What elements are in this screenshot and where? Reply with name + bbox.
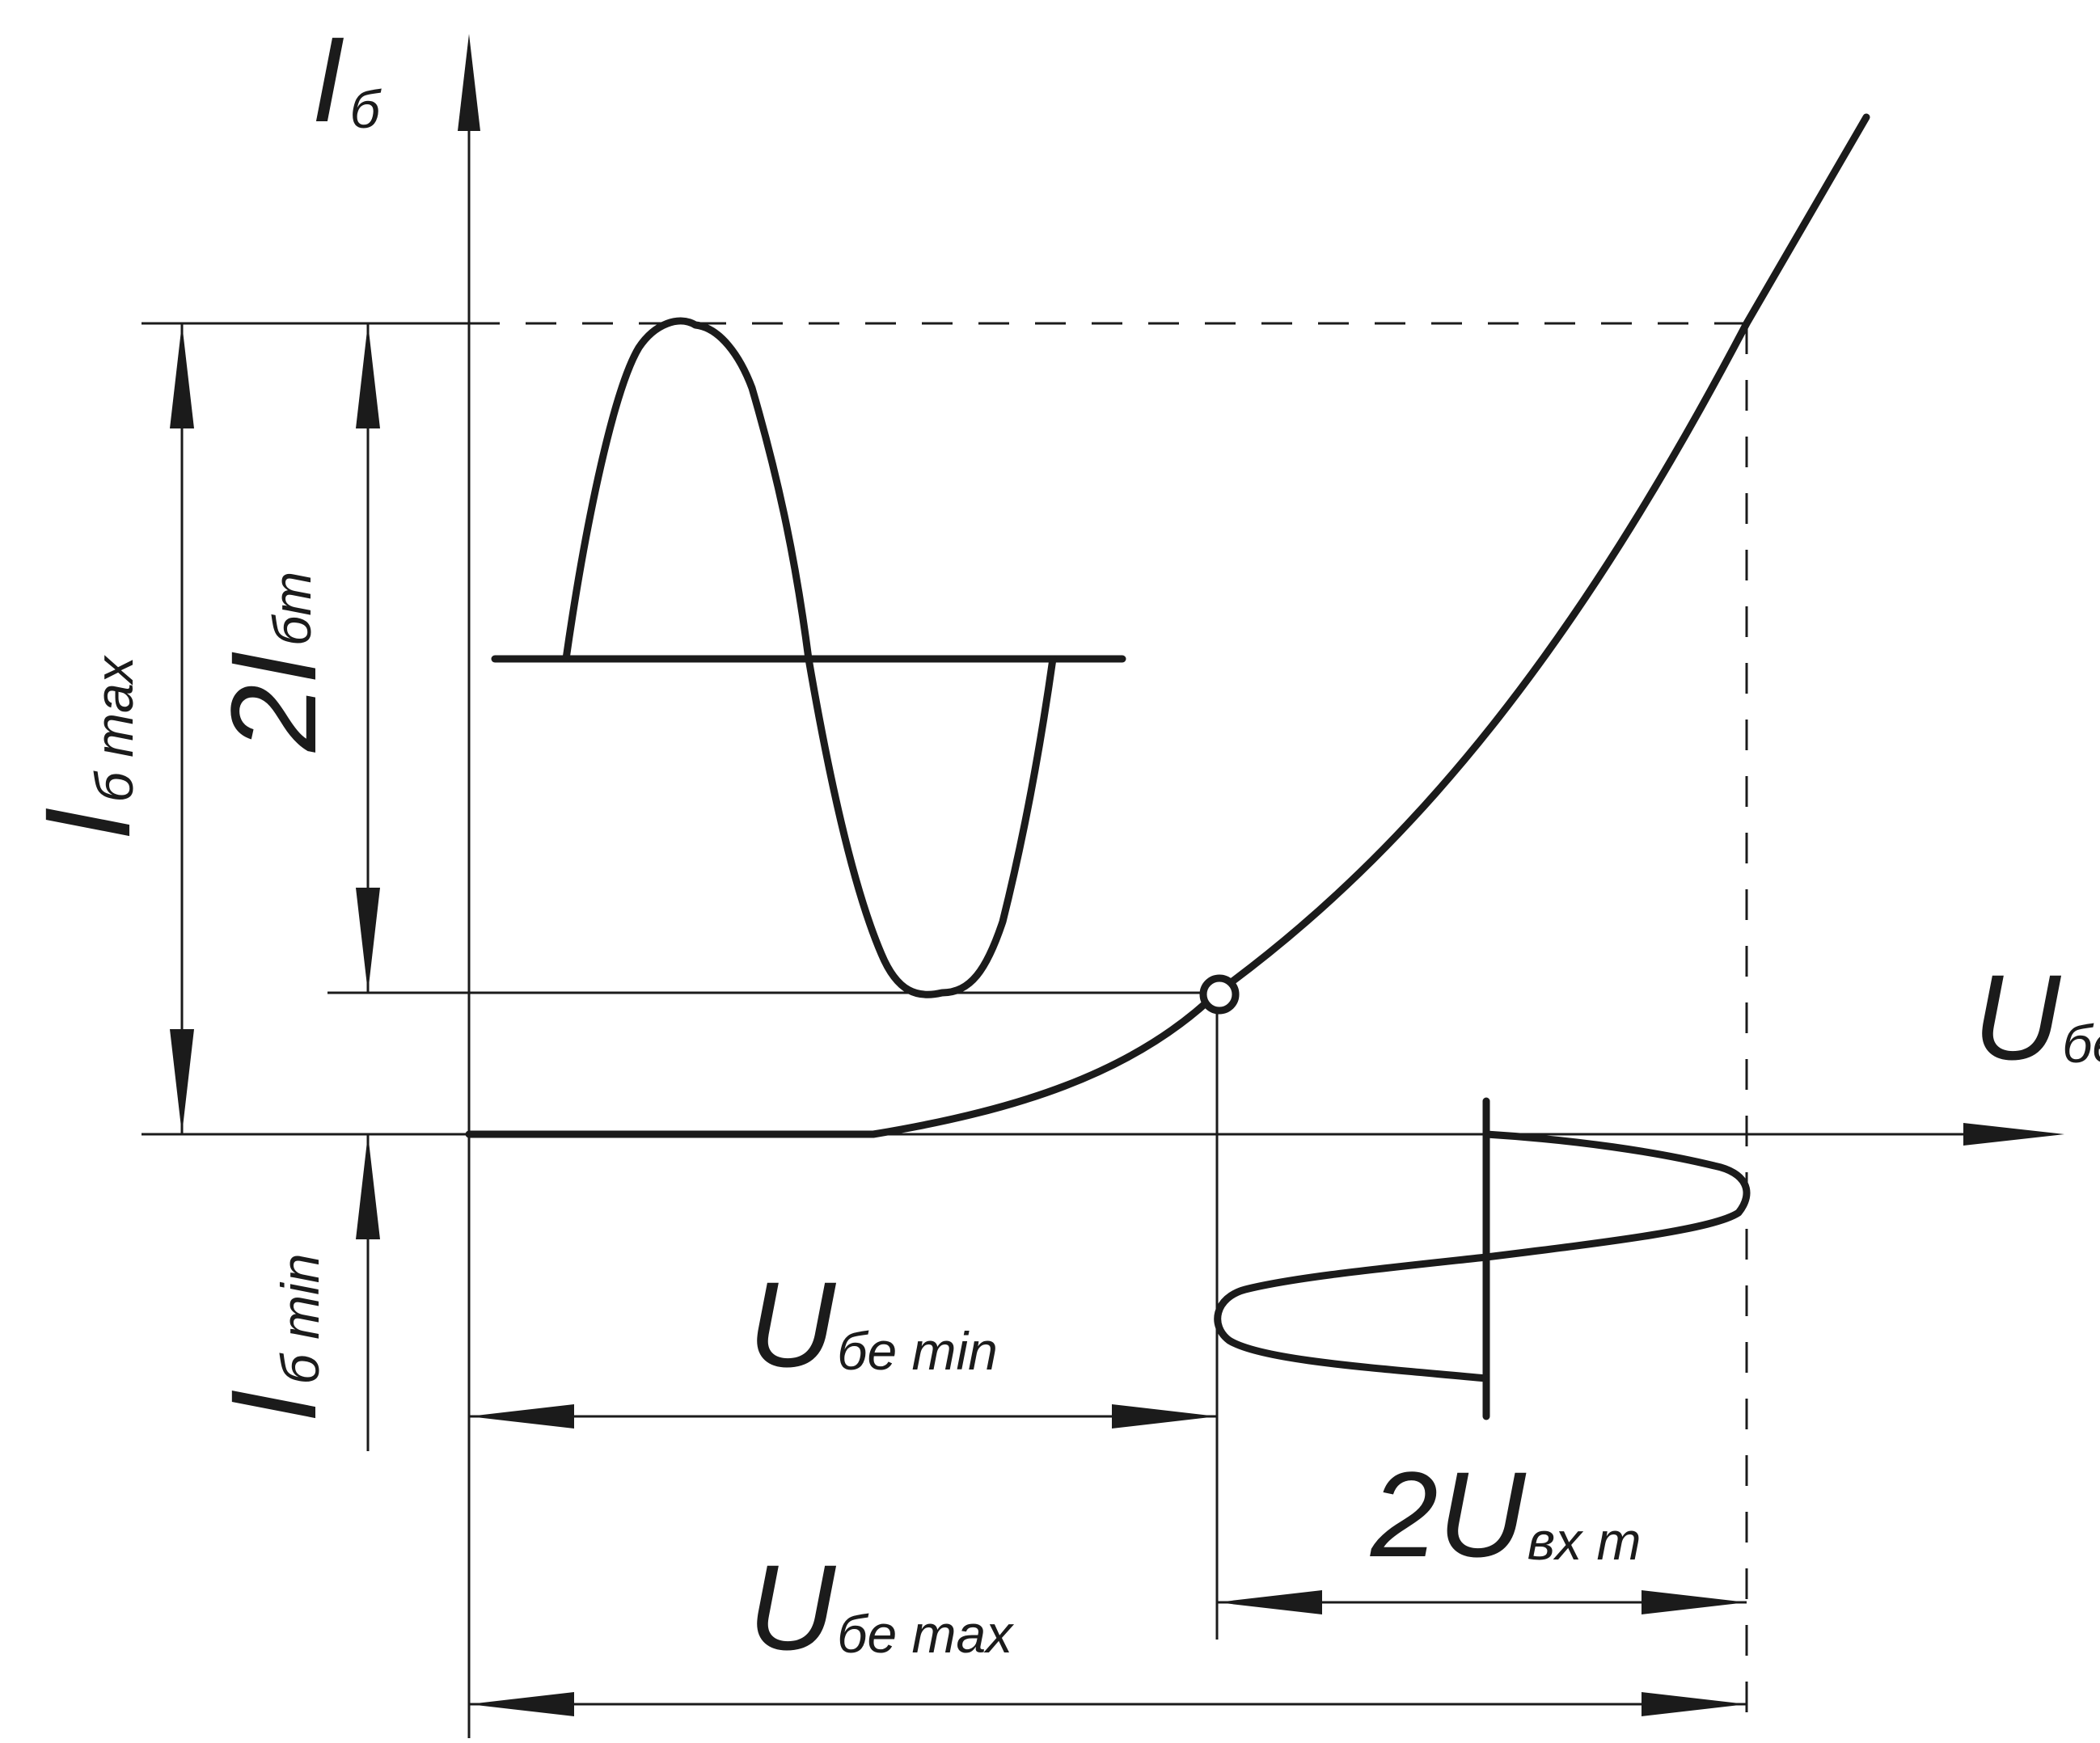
ube-max-label: Uбе max <box>748 1539 1014 1675</box>
x-axis-arrowhead <box>1963 1123 2064 1146</box>
two-ibm-label: 2Iбm <box>205 572 341 753</box>
current-sinusoid <box>562 317 1057 998</box>
ube-max-dimension <box>469 1692 1747 1716</box>
input-voltage-waveform <box>1214 1097 1751 1420</box>
voltage-sinusoid <box>1214 1130 1751 1382</box>
two-uin-dimension <box>1217 1590 1747 1614</box>
x-axis-label: Uбе <box>1973 949 2100 1085</box>
ube-min-label: Uбе min <box>748 1256 998 1392</box>
base-current-waveform <box>491 317 1126 998</box>
two-uin-label: 2Uвх m <box>1370 1446 1642 1582</box>
y-axis-label: Iб <box>311 11 382 147</box>
x-axis <box>142 1123 2064 1146</box>
y-axis-arrowhead <box>458 34 480 131</box>
ib-min-label: Iб min <box>205 1254 341 1424</box>
ib-max-label: Iб max <box>19 655 155 841</box>
ib-min-dimension <box>356 1134 380 1451</box>
two-ibm-dimension <box>356 323 380 993</box>
ube-min-dimension <box>469 1404 1217 1429</box>
input-characteristic-curve <box>465 113 1870 1138</box>
y-axis <box>458 34 480 1738</box>
operating-point-marker <box>1199 974 1240 1015</box>
ib-max-dimension <box>170 323 194 1134</box>
